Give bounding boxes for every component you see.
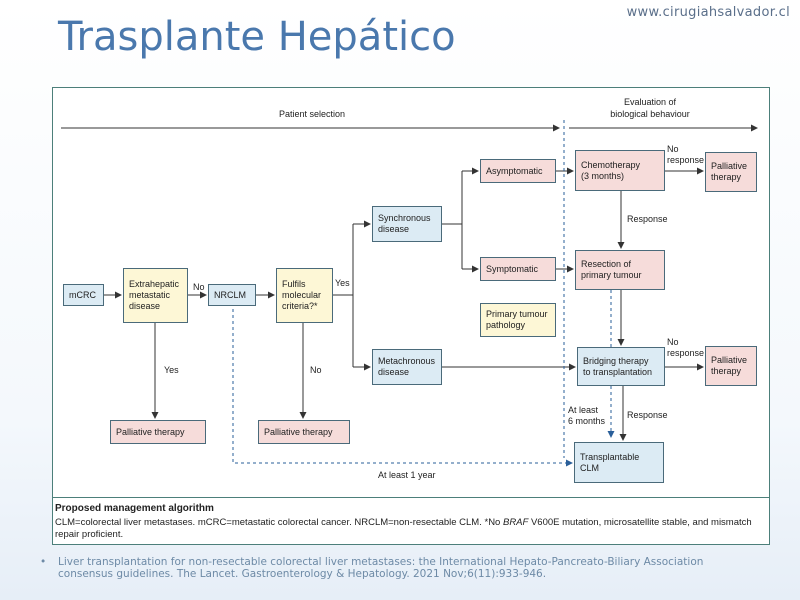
- reference-citation: • Liver transplantation for non-resectab…: [40, 556, 758, 580]
- label-at-least-6-months-2: 6 months: [568, 416, 606, 426]
- node-palliative-therapy-top: Palliative therapy: [705, 152, 757, 192]
- node-synchronous-disease: Synchronous disease: [372, 206, 442, 242]
- node-extrahepatic-disease: Extrahepatic metastatic disease: [123, 268, 188, 323]
- bullet-icon: •: [40, 556, 47, 568]
- node-chemotherapy: Chemotherapy (3 months): [575, 150, 665, 191]
- label-no-response-mid-1: No: [667, 337, 679, 347]
- node-transplantable-clm: Transplantable CLM: [574, 442, 664, 483]
- flow-arrows: [61, 120, 758, 467]
- figure-caption: Proposed management algorithm CLM=colore…: [53, 497, 769, 540]
- slide-title: Trasplante Hepático: [58, 14, 456, 60]
- label-response-mid: Response: [627, 410, 668, 420]
- phase-label-selection: Patient selection: [279, 109, 346, 119]
- node-palliative-therapy-center: Palliative therapy: [258, 420, 350, 444]
- label-no-extrahepatic: No: [193, 282, 205, 292]
- label-response-top: Response: [627, 214, 668, 224]
- label-no-response-top-1: No: [667, 144, 679, 154]
- reference-text: Liver transplantation for non-resectable…: [58, 556, 704, 580]
- label-yes-extrahepatic: Yes: [164, 365, 179, 375]
- label-at-least-1-year: At least 1 year: [378, 470, 436, 480]
- node-mcrc: mCRC: [63, 284, 104, 306]
- node-palliative-therapy-left: Palliative therapy: [110, 420, 206, 444]
- node-bridging-therapy: Bridging therapy to transplantation: [577, 347, 665, 386]
- node-fulfils-molecular-criteria: Fulfils molecular criteria?*: [276, 268, 333, 323]
- node-symptomatic: Symptomatic: [480, 257, 556, 281]
- label-yes-fulfils: Yes: [335, 278, 350, 288]
- node-primary-tumour-pathology: Primary tumour pathology: [480, 303, 556, 337]
- label-at-least-6-months-1: At least: [568, 405, 599, 415]
- site-url[interactable]: www.cirugiahsalvador.cl: [626, 5, 790, 20]
- label-no-response-mid-2: response: [667, 348, 705, 358]
- node-palliative-therapy-mid: Palliative therapy: [705, 346, 757, 386]
- phase-label-evaluation-2: biological behaviour: [610, 109, 690, 119]
- caption-text: CLM=colorectal liver metastases. mCRC=me…: [55, 517, 752, 540]
- caption-title: Proposed management algorithm: [55, 503, 214, 514]
- edge-one-year-dashed: [232, 309, 573, 467]
- label-no-response-top-2: response: [667, 155, 705, 165]
- node-nrclm: NRCLM: [208, 284, 256, 306]
- phase-label-evaluation-1: Evaluation of: [623, 97, 677, 107]
- node-asymptomatic: Asymptomatic: [480, 159, 556, 183]
- node-resection-primary-tumour: Resection of primary tumour: [575, 250, 665, 290]
- node-metachronous-disease: Metachronous disease: [372, 349, 442, 385]
- label-no-fulfils: No: [310, 365, 322, 375]
- algorithm-figure: Patient selection Evaluation of biologic…: [52, 87, 770, 545]
